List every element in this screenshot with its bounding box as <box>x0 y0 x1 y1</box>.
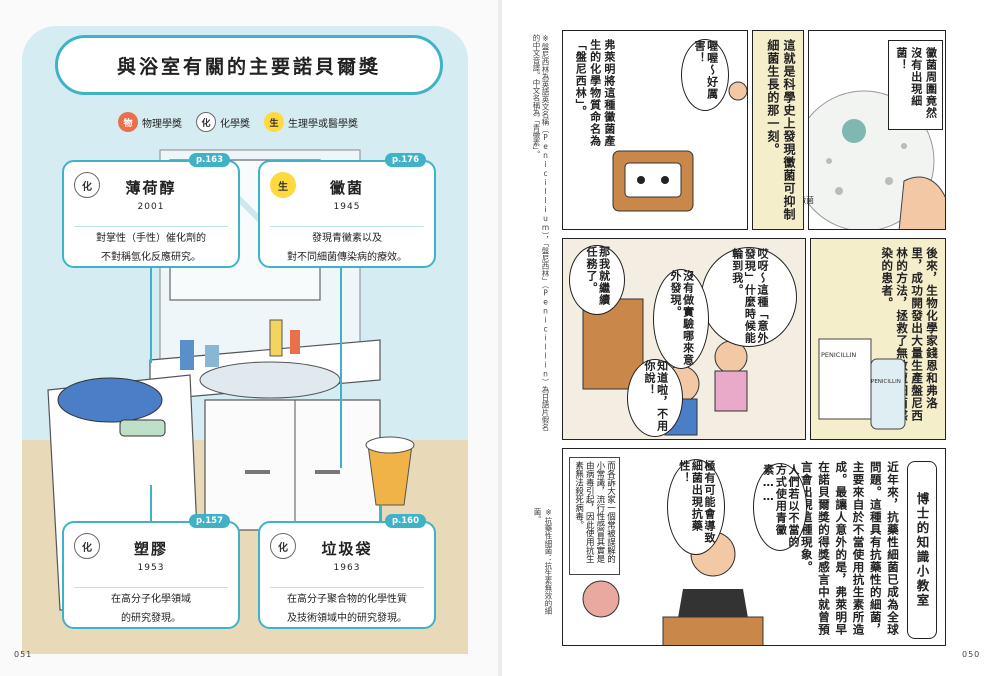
physics-badge-icon: 物 <box>118 112 138 132</box>
legend-medicine: 生 生理學或醫學獎 <box>264 112 358 132</box>
professor-illustration <box>582 531 764 645</box>
prize-desc-line: 不對稱氫化反應研究。 <box>101 252 201 263</box>
page-ref: p.160 <box>384 514 426 528</box>
prize-name: 垃圾袋 <box>321 540 373 558</box>
comic-panel-4: 後來，生物化學家錢恩和弗洛里，成功開發出大量生產盤尼西林的方法，拯救了無數遭細菌… <box>810 238 946 440</box>
panel6-title: 博士的知識小教室 <box>907 461 937 639</box>
prize-desc: 發現青黴素以及 對不同細菌傳染病的療效。 <box>270 226 424 267</box>
page-title: 與浴室有關的主要諾貝爾獎 <box>55 35 443 95</box>
penicillin-bottles-illustration <box>818 338 906 430</box>
comic-panel-2: 這就是科學史上發現黴菌可抑制細菌生長的那一刻。 <box>752 30 804 230</box>
panel5-bubble-1: 哎呀～這種「意外發現」什麼時候能輪到我。 <box>701 247 797 347</box>
connector-line <box>340 268 342 468</box>
panel6-note: 而各訴大家一個常被誤解的小常識，流行性感冒其實是由病毒引起，因此使用抗生素無法殺… <box>569 457 620 575</box>
panel6-bubble-1: 人們若以不當的方式使用青黴素…… <box>753 463 807 551</box>
bottle-label: PENICILLIN <box>871 379 901 385</box>
legend-label: 物理學獎 <box>142 118 182 130</box>
mold-label: 黴菌 <box>798 196 814 205</box>
prize-year: 1945 <box>333 202 361 212</box>
prize-desc-line: 對掌性（手性）催化劑的 <box>96 233 206 244</box>
legend-label: 化學獎 <box>220 118 250 130</box>
prize-desc: 對掌性（手性）催化劑的 不對稱氫化反應研究。 <box>74 226 228 267</box>
panel1-caption: 黴菌周圍竟然沒有出現細菌！ <box>888 40 943 130</box>
prize-desc: 在高分子聚合物的化學性質 及技術領域中的研究發現。 <box>270 587 424 628</box>
legend: 物 物理學獎 化 化學獎 生 生理學或醫學獎 <box>118 112 358 132</box>
connector-line <box>380 505 382 521</box>
panel6-text: 近年來，抗藥性細菌已成為全球問題。這種具有抗藥性的細菌，主要來自於不當使用抗生素… <box>799 461 900 636</box>
left-page: 與浴室有關的主要諾貝爾獎 物 物理學獎 化 化學獎 生 生理學或醫學獎 p.16… <box>0 0 498 676</box>
prize-year: 1953 <box>137 563 165 573</box>
prize-desc-line: 在高分子聚合物的化學性質 <box>287 594 407 605</box>
prize-desc-line: 的研究發現。 <box>121 613 181 624</box>
page-number: 051 <box>14 650 33 659</box>
prize-desc: 在高分子化學領域 的研究發現。 <box>74 587 228 628</box>
prize-name: 黴菌 <box>329 179 364 197</box>
chemistry-badge-icon: 化 <box>74 533 100 559</box>
prize-year: 1963 <box>333 563 361 573</box>
panel5-bubble-3: 那我就繼續任務了。 <box>569 245 625 315</box>
page-ref: p.163 <box>188 153 230 167</box>
medicine-badge-icon: 生 <box>270 172 296 198</box>
prize-card-plastic: p.157 化 塑膠 1953 在高分子化學領域 的研究發現。 <box>62 514 240 629</box>
chemistry-badge-icon: 化 <box>196 112 216 132</box>
prize-name: 薄荷醇 <box>125 179 177 197</box>
connector-line <box>150 268 152 363</box>
legend-physics: 物 物理學獎 <box>118 112 182 132</box>
prize-card-mold: p.176 生 黴菌 1945 發現青黴素以及 對不同細菌傳染病的療效。 <box>258 153 436 268</box>
panel2-caption: 這就是科學史上發現黴菌可抑制細菌生長的那一刻。 <box>765 39 796 221</box>
bottle-label: PENICILLIN <box>821 351 857 359</box>
panel6-bubble-2: 極有可能會導致細菌出現抗藥性！ <box>667 459 725 555</box>
chemistry-badge-icon: 化 <box>74 172 100 198</box>
panel5-bubble-4: 知道啦，不用你說！ <box>627 359 683 437</box>
prize-desc-line: 對不同細菌傳染病的療效。 <box>287 252 407 263</box>
legend-label: 生理學或醫學獎 <box>288 118 358 130</box>
comic-panel-5: 哎呀～這種「意外發現」什麼時候能輪到我。 沒有做實驗哪來意外發現。 那我就繼續任… <box>562 238 806 440</box>
prize-desc-line: 發現青黴素以及 <box>312 233 382 244</box>
footnote: ※盤尼西林為英語英文名稱（Penicillium），「盤尼西林」（Penicil… <box>532 34 550 431</box>
comic-panel-3: 喔喔～好厲害！ 弗萊明將這種黴菌產生的化學物質命名為「盤尼西林」。 <box>562 30 748 230</box>
panel3-bubble-1: 喔喔～好厲害！ <box>681 39 729 111</box>
prize-year: 2001 <box>137 202 165 212</box>
medicine-badge-icon: 生 <box>264 112 284 132</box>
panel4-caption: 後來，生物化學家錢恩和弗洛里，成功開發出大量生產盤尼西林的方法，拯救了無數遭細菌… <box>880 247 939 422</box>
prize-desc-line: 及技術領域中的研究發現。 <box>287 613 407 624</box>
prize-name: 塑膠 <box>133 540 168 558</box>
page-number: 050 <box>962 650 981 659</box>
panel3-bubble-2: 弗萊明將這種黴菌產生的化學物質命名為「盤尼西林」。 <box>574 39 616 147</box>
footnote: ※抗藥性細菌：抗生素無效的細菌。 <box>533 508 553 615</box>
legend-chemistry: 化 化學獎 <box>196 112 250 132</box>
connector-line <box>150 485 152 521</box>
prize-card-trash-bag: p.160 化 垃圾袋 1963 在高分子聚合物的化學性質 及技術領域中的研究發… <box>258 514 436 629</box>
prize-desc-line: 在高分子化學領域 <box>111 594 191 605</box>
chemistry-badge-icon: 化 <box>270 533 296 559</box>
comic-panel-6: 博士的知識小教室 近年來，抗藥性細菌已成為全球問題。這種具有抗藥性的細菌，主要來… <box>562 448 946 646</box>
panel5-bubble-2: 沒有做實驗哪來意外發現。 <box>653 269 709 369</box>
prize-card-menthol: p.163 化 薄荷醇 2001 對掌性（手性）催化劑的 不對稱氫化反應研究。 <box>62 153 240 268</box>
page-ref: p.176 <box>384 153 426 167</box>
page-ref: p.157 <box>188 514 230 528</box>
